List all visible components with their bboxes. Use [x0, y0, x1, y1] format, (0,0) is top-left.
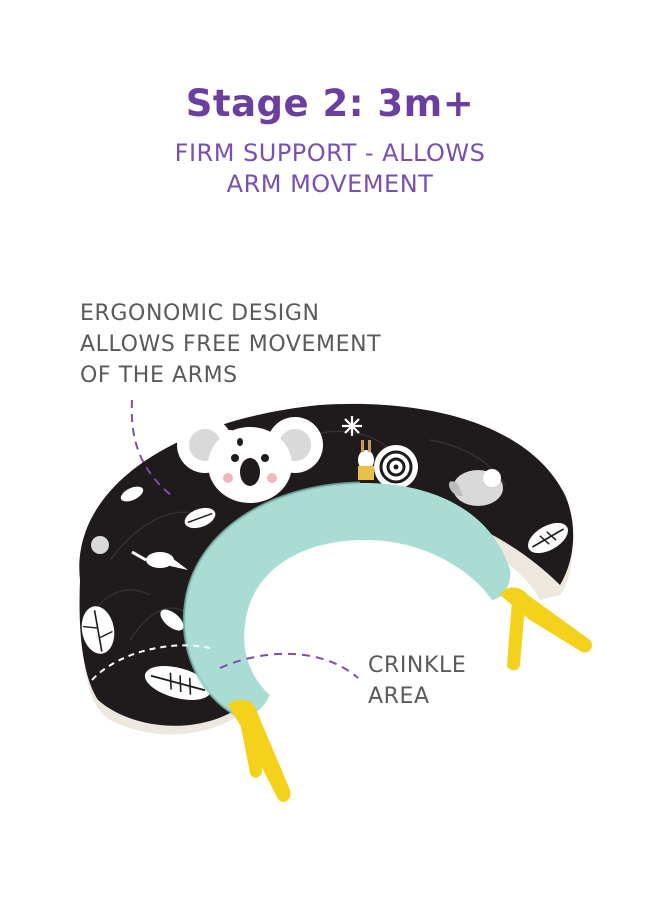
stage-title: Stage 2: 3m+	[185, 82, 475, 125]
toucan-icon	[131, 550, 188, 570]
stage-subtitle: FIRM SUPPORT - ALLOWS ARM MOVEMENT	[0, 138, 660, 200]
crinkle-callout: CRINKLE AREA	[368, 650, 568, 712]
leaf-side-icon	[160, 609, 184, 631]
monstera-leaf-icon	[81, 606, 115, 654]
leaf-tiny-icon	[120, 486, 144, 502]
ergonomic-line-3: OF THE ARMS	[80, 363, 238, 388]
crinkle-line-2: AREA	[368, 684, 430, 709]
crinkle-line-1: CRINKLE	[368, 653, 467, 678]
pillow-teal-roll	[184, 482, 511, 717]
leaf-icon	[528, 522, 568, 554]
ergonomic-line-1: ERGONOMIC DESIGN	[80, 301, 320, 326]
bunny-icon	[358, 440, 374, 480]
yellow-tag-left-icon	[228, 699, 291, 803]
bird-icon	[448, 469, 503, 506]
leaf-small-icon	[184, 507, 216, 529]
subtitle-line-2: ARM MOVEMENT	[226, 170, 434, 198]
yellow-tag-right-icon	[500, 587, 593, 671]
koala-icon	[177, 417, 323, 503]
small-koala-icon	[222, 430, 258, 450]
crinkle-leader-line	[219, 652, 359, 679]
leaf-bottom-icon	[144, 666, 212, 700]
ergonomic-line-2: ALLOWS FREE MOVEMENT	[80, 332, 382, 357]
snail-icon	[374, 445, 418, 489]
crinkle-area-boundary	[91, 644, 211, 681]
subtitle-line-1: FIRM SUPPORT - ALLOWS	[174, 139, 486, 167]
heart-icon	[91, 536, 109, 554]
flower-icon	[342, 416, 362, 436]
ergonomic-callout: ERGONOMIC DESIGN ALLOWS FREE MOVEMENT OF…	[80, 298, 460, 391]
